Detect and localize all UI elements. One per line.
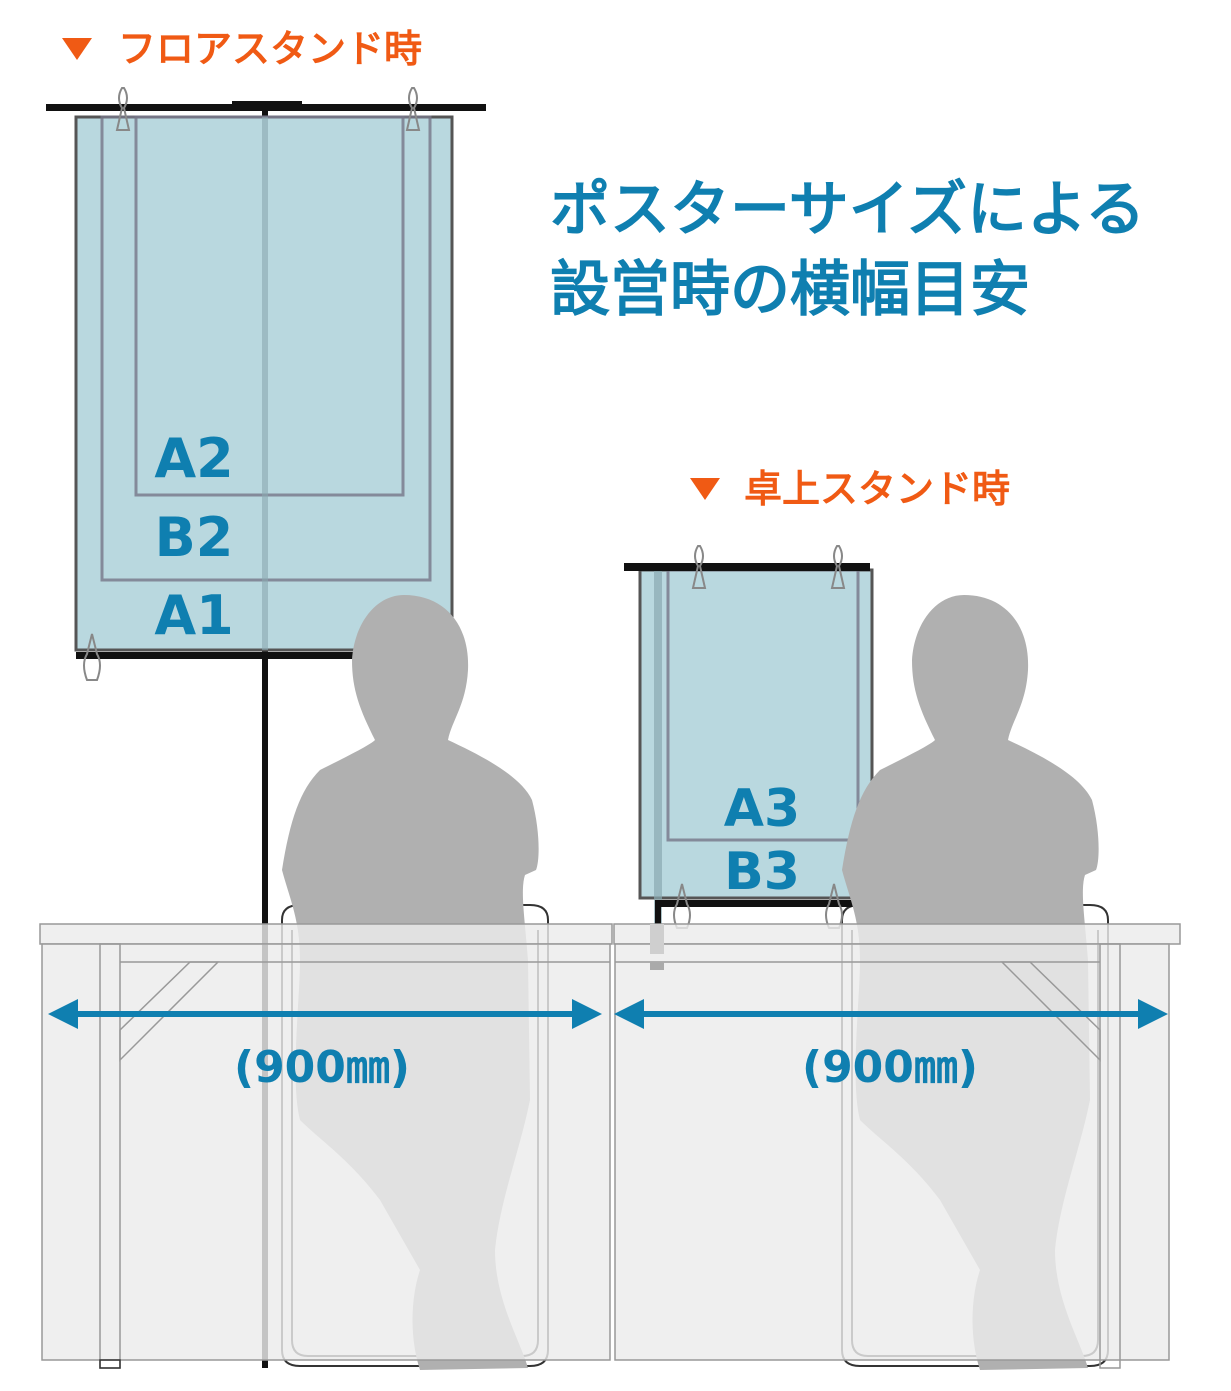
size-label-b2: B2 — [155, 506, 234, 569]
triangle-down-icon — [62, 38, 92, 60]
table-stand-heading: 卓上スタンド時 — [744, 467, 1010, 511]
dimension-arrow-left — [48, 999, 602, 1029]
table-stand-bottom-bar — [655, 900, 865, 907]
size-label-a2: A2 — [154, 427, 233, 490]
table-right — [613, 923, 1181, 1369]
table-stand-top-bar — [624, 563, 870, 571]
size-label-a3: A3 — [724, 779, 800, 839]
title-line-1: ポスターサイズによる — [550, 175, 1145, 245]
floor-stand-heading: フロアスタンド時 — [118, 27, 422, 71]
title-line-2: 設営時の横幅目安 — [550, 255, 1030, 325]
clip-icon — [83, 87, 421, 681]
size-label-a1: A1 — [154, 584, 233, 647]
dimension-label-right: (900㎜) — [802, 1042, 978, 1093]
floor-stand-pole — [262, 108, 268, 1368]
size-label-b3: B3 — [724, 842, 800, 902]
dimension-label-left: (900㎜) — [234, 1042, 410, 1093]
table-left — [39, 923, 613, 1369]
floor-stand-poster — [74, 115, 454, 652]
poster-outline-a2 — [134, 115, 405, 497]
floor-stand-bottom-bar — [76, 652, 376, 659]
table-stand-poster — [638, 568, 874, 930]
dimension-arrow-right — [614, 999, 1168, 1029]
triangle-down-icon — [690, 478, 720, 500]
